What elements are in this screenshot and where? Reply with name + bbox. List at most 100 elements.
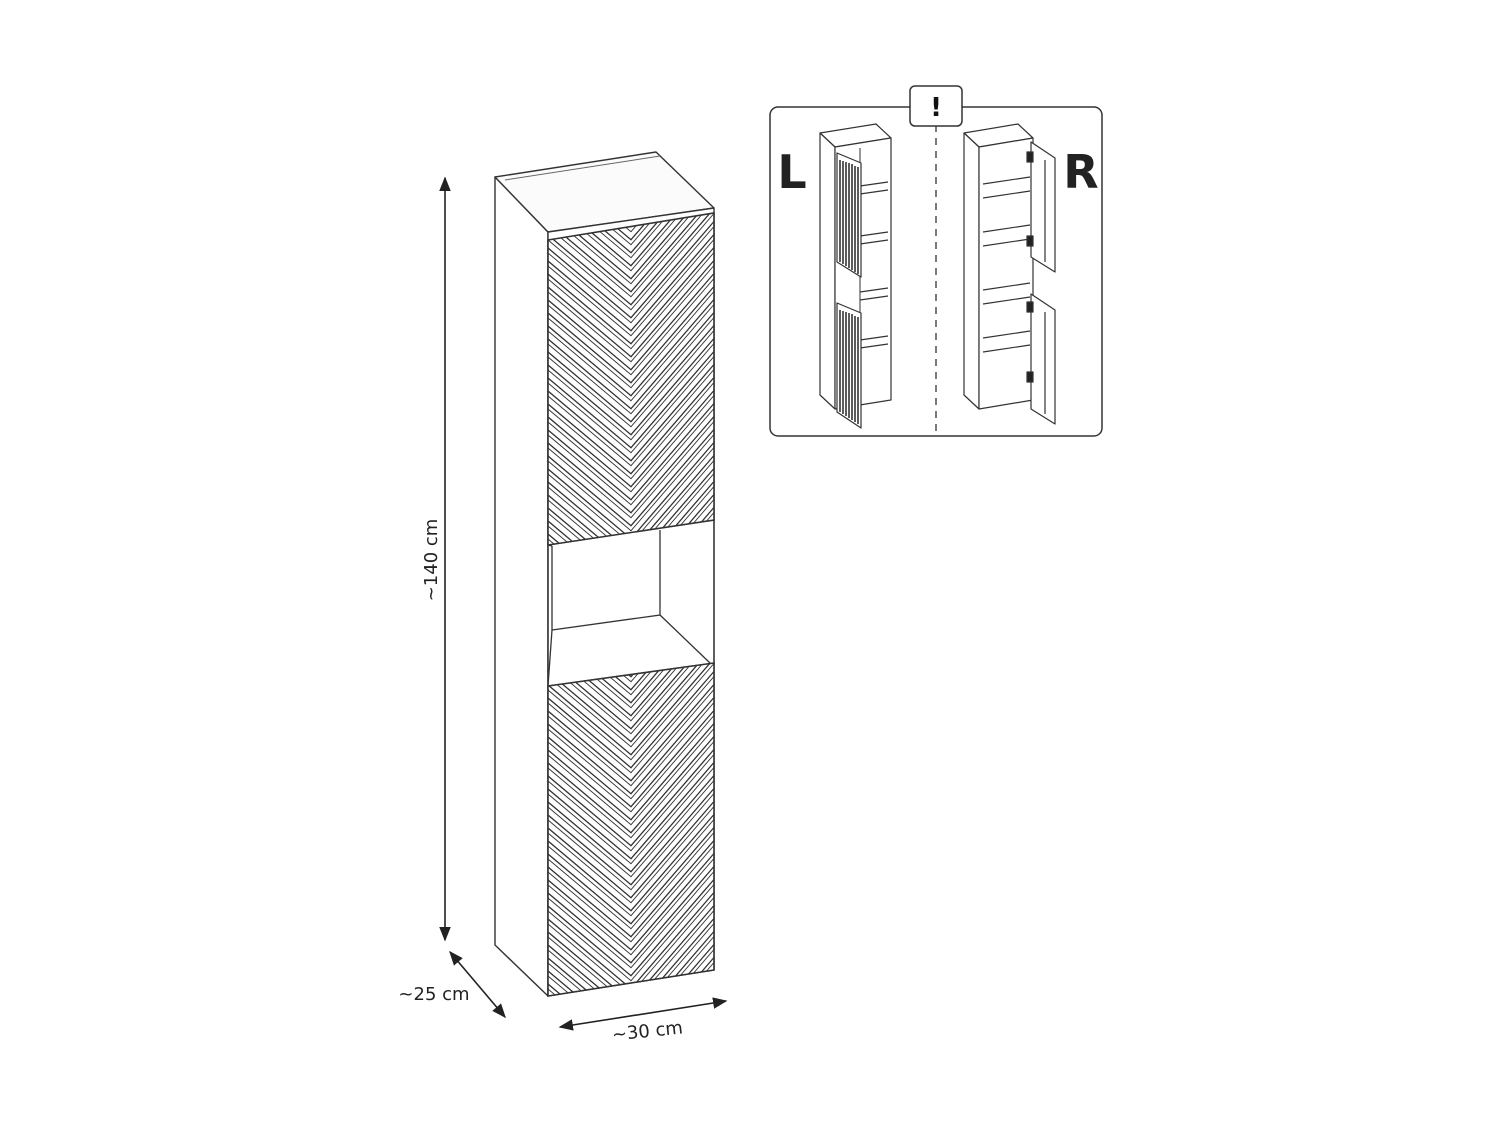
door-slat	[548, 759, 714, 860]
door-slat	[548, 733, 714, 834]
door-slat-edge	[548, 764, 714, 865]
door-slat-edge	[548, 314, 714, 415]
door-slat-edge	[548, 725, 714, 826]
door-slat-edge	[548, 213, 714, 285]
right-label: R	[1063, 145, 1098, 199]
door-slat-edge	[548, 405, 714, 506]
door-slat-edge	[548, 249, 714, 350]
door-slat-edge	[548, 483, 714, 545]
door-slat-edge	[548, 699, 714, 800]
door-slat-edge	[548, 842, 714, 943]
depth-label: ~25 cm	[398, 984, 469, 1005]
door-slat-edge	[548, 829, 714, 930]
door-slat-edge	[548, 340, 714, 441]
door-slat-edge	[548, 777, 714, 878]
door-slat	[548, 824, 714, 925]
door-slat-edge	[548, 881, 714, 982]
door-slat	[548, 426, 714, 527]
door-slat-edge	[548, 816, 714, 917]
door-slat	[548, 374, 714, 475]
door-slat-edge	[548, 213, 714, 246]
door-slat-edge	[548, 663, 714, 761]
door-slat-edge	[548, 712, 714, 813]
door-slat-edge	[548, 663, 714, 696]
cabinet-side-panel	[494, 176, 549, 997]
door-slat-edge	[548, 663, 714, 735]
door-slat	[548, 309, 714, 410]
notice-icon: !	[930, 93, 942, 123]
door-slat-edge	[548, 663, 714, 683]
door-slat-edge	[548, 327, 714, 428]
door-slat	[548, 720, 714, 821]
door-slat-edge	[548, 418, 714, 519]
door-slat	[548, 798, 714, 899]
left-hinge-variant	[819, 123, 892, 429]
door-slat-edge	[548, 457, 714, 545]
door-slat-edge	[548, 907, 714, 996]
door-slat	[548, 296, 714, 397]
notice-box	[909, 85, 963, 127]
door-slat-edge	[548, 236, 714, 337]
door-slat	[548, 400, 714, 501]
height-dimension: ~140 cm	[421, 176, 451, 942]
door-slat	[548, 915, 714, 996]
width-dimension: ~30 cm	[558, 997, 728, 1046]
door-slat	[548, 707, 714, 808]
right-upper-door	[1030, 141, 1056, 273]
door-slat-edge	[548, 213, 714, 233]
door-slat	[548, 663, 714, 756]
door-slat	[548, 213, 714, 306]
door-slat-edge	[548, 288, 714, 389]
door-slat	[548, 283, 714, 384]
door-slat	[548, 213, 714, 241]
door-slat-edge	[548, 366, 714, 467]
door-slat-edge	[548, 213, 714, 259]
height-label: ~140 cm	[421, 519, 442, 602]
door-slat	[548, 746, 714, 847]
door-slat	[548, 850, 714, 951]
right-hinge-variant	[963, 123, 1056, 425]
door-slat	[548, 244, 714, 345]
door-slat	[548, 213, 714, 293]
door-slat	[548, 348, 714, 449]
door-slat	[548, 681, 714, 782]
door-slat-edge	[548, 213, 714, 298]
door-slat-edge	[548, 223, 714, 324]
door-slat	[548, 928, 714, 996]
door-slat	[548, 257, 714, 358]
door-slat-edge	[548, 262, 714, 363]
door-slat-edge	[548, 855, 714, 956]
depth-dimension: ~25 cm	[398, 950, 506, 1019]
door-slat-edge	[548, 663, 714, 748]
door-slat-edge	[548, 686, 714, 787]
door-slat	[548, 387, 714, 488]
door-slat	[548, 663, 714, 691]
door-slat	[548, 668, 714, 769]
door-slat	[548, 811, 714, 912]
door-slat	[548, 785, 714, 886]
door-slat	[548, 213, 714, 228]
door-slat	[548, 270, 714, 371]
door-slat	[548, 663, 714, 678]
door-slat	[548, 452, 714, 545]
door-slat	[548, 361, 714, 462]
door-slat-edge	[548, 301, 714, 402]
door-slat	[548, 876, 714, 977]
door-slat-edge	[548, 751, 714, 852]
door-slat	[548, 322, 714, 423]
door-slat-edge	[548, 933, 714, 996]
door-slat	[548, 218, 714, 319]
door-slat	[548, 335, 714, 436]
door-slat-edge	[548, 673, 714, 774]
door-slat	[548, 663, 714, 743]
door-slat	[548, 694, 714, 795]
door-slat	[548, 837, 714, 938]
door-slat	[548, 413, 714, 514]
door-slat-edge	[548, 470, 714, 545]
mounting-inset: ! L R	[769, 85, 1103, 437]
door-slat-edge	[548, 868, 714, 969]
door-slat	[548, 465, 714, 545]
door-slat	[548, 231, 714, 332]
left-label: L	[777, 145, 806, 199]
